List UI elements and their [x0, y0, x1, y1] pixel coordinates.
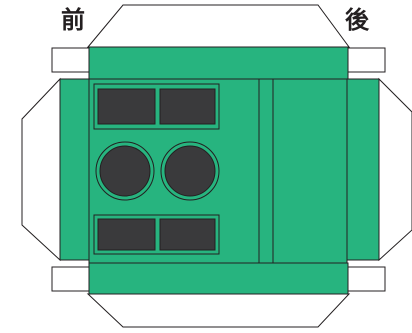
- window-bottom-right: [159, 218, 216, 251]
- window-group-top-frame: [93, 83, 220, 130]
- tab-bottom-right: [347, 266, 386, 292]
- tab-top-right: [347, 47, 386, 73]
- circle-right-outline: [160, 141, 220, 201]
- bottom-flap: [86, 293, 351, 328]
- window-bottom-left: [97, 218, 156, 251]
- window-group-bottom-frame: [93, 214, 220, 255]
- side-panel-left: [59, 78, 91, 261]
- circle-left: [99, 145, 151, 197]
- top-flap: [86, 4, 350, 48]
- right-flap: [378, 77, 412, 262]
- label-front: 前: [61, 6, 85, 34]
- tab-top-left: [51, 47, 90, 73]
- spine-panel: [258, 78, 274, 264]
- window-top-left: [97, 88, 156, 125]
- bottom-panel: [88, 262, 349, 295]
- top-panel: [88, 46, 349, 80]
- window-top-right: [159, 88, 216, 125]
- side-panel-right: [346, 78, 380, 261]
- circle-right: [164, 145, 216, 197]
- left-flap: [21, 77, 61, 262]
- tab-bottom-left: [51, 266, 90, 292]
- label-back: 後: [345, 6, 369, 34]
- circle-left-outline: [95, 141, 155, 201]
- back-panel: [272, 78, 348, 264]
